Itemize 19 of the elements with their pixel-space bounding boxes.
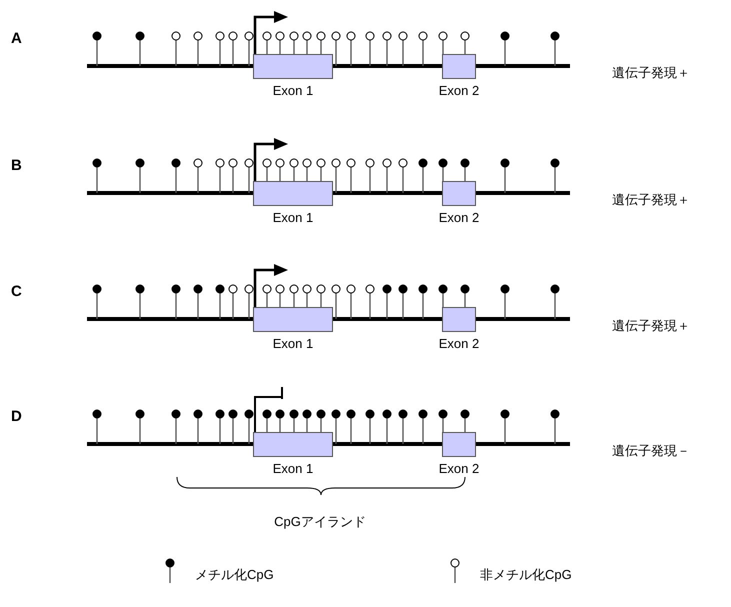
legend-label: メチル化CpG — [195, 566, 274, 584]
exon-label: Exon 1 — [272, 461, 314, 476]
exon-label: Exon 1 — [272, 83, 314, 98]
row-letter: D — [11, 408, 22, 425]
expression-label: 遺伝子発現＋ — [612, 191, 690, 209]
row-letter: B — [11, 157, 22, 174]
legend-label: 非メチル化CpG — [480, 566, 572, 584]
expression-label: 遺伝子発現＋ — [612, 64, 690, 82]
island-label: CpGアイランド — [273, 513, 367, 531]
expression-label: 遺伝子発現－ — [612, 442, 690, 460]
exon-label: Exon 2 — [438, 83, 480, 98]
exon-label: Exon 1 — [272, 210, 314, 225]
row-letter: A — [11, 30, 22, 47]
exon-label: Exon 2 — [438, 461, 480, 476]
exon-label: Exon 2 — [438, 210, 480, 225]
row-letter: C — [11, 283, 22, 300]
expression-label: 遺伝子発現＋ — [612, 317, 690, 335]
exon-label: Exon 1 — [272, 336, 314, 351]
exon-label: Exon 2 — [438, 336, 480, 351]
